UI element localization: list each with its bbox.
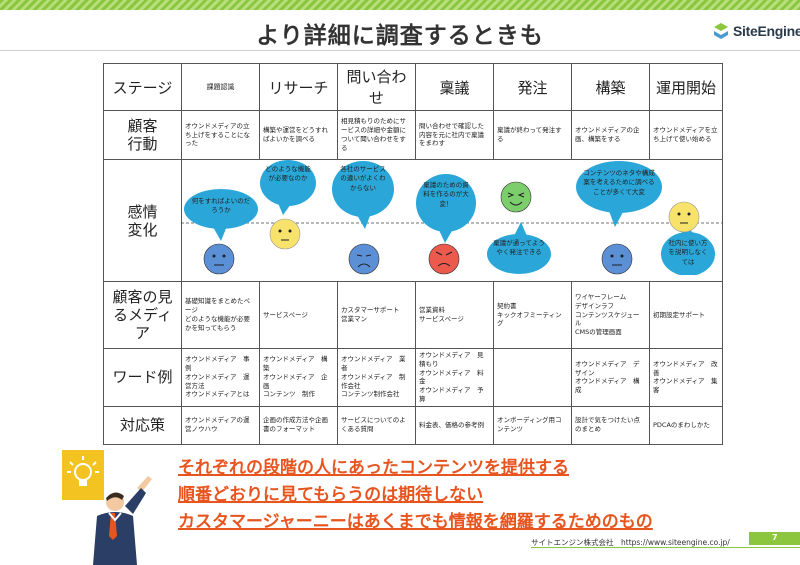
lightbulb-icon <box>62 450 104 500</box>
table-cell: 構築や運営をどうすればよいかを調べる <box>259 110 338 160</box>
table-cell: PDCAのまわしかた <box>649 405 723 445</box>
table-cell: オウンドメディアの企画、構築をする <box>571 110 650 160</box>
emotion-area <box>181 159 723 282</box>
table-cell: 料金表、価格の参考例 <box>415 405 494 445</box>
media-row: 顧客の見るメディア 基礎知識をまとめたページ どのような機能が必要かを知ってもら… <box>103 281 723 349</box>
stage-operation: 運用開始 <box>649 63 723 111</box>
stage-row: ステージ 課題認識 リサーチ 問い合わせ 稟議 発注 構築 運用開始 <box>103 63 723 111</box>
table-cell: オウンドメディア 見積もり オウンドメディア 料金 オウンドメディア 予算 <box>415 348 494 407</box>
page-title: より詳細に調査するときも <box>256 23 544 49</box>
row-label: 顧客行動 <box>103 110 182 160</box>
table-cell: カスタマーサポート 営業マン <box>337 281 416 349</box>
stage-inquiry: 問い合わせ <box>337 63 416 111</box>
table-cell: オウンドメディア 構築 オウンドメディア 企画 コンテンツ 制作 <box>259 348 338 407</box>
word-row: ワード例 オウンドメディア 事例 オウンドメディア 運営方法 オウンドメディアと… <box>103 348 723 407</box>
table-cell: サービスページ <box>259 281 338 349</box>
table-cell: オンボーディング用コンテンツ <box>493 405 572 445</box>
businessman-pointing-illustration <box>93 476 152 565</box>
table-cell: オウンドメディア デザイン オウンドメディア 構成 <box>571 348 650 407</box>
emotion-row: 感情変化 <box>103 159 723 282</box>
table-cell: 設計で気をつけたい点のまとめ <box>571 405 650 445</box>
stage-approval: 稟議 <box>415 63 494 111</box>
logo-mark-icon <box>714 23 728 39</box>
footer-line <box>531 547 800 548</box>
row-label: 顧客の見るメディア <box>103 281 182 349</box>
table-cell: オウンドメディア 事例 オウンドメディア 運営方法 オウンドメディアとは <box>181 348 260 407</box>
table-cell: サービスについてのよくある質問 <box>337 405 416 445</box>
table-cell <box>493 348 572 407</box>
table-cell: 問い合わせで確認した内容を元に社内で稟議をまわす <box>415 110 494 160</box>
table-cell: 営業資料 サービスページ <box>415 281 494 349</box>
response-row: 対応策 オウンドメディアの運営ノウハウ 企画の作成方法や企画書のフォーマット サ… <box>103 405 723 445</box>
table-cell: 稟議が終わって発注する <box>493 110 572 160</box>
row-label: ワード例 <box>103 348 182 407</box>
stage-order: 発注 <box>493 63 572 111</box>
logo-text: SiteEngine <box>733 23 800 39</box>
table-cell: オウンドメディア 改善 オウンドメディア 集客 <box>649 348 723 407</box>
table-cell: 相見積もりのためにサービスの詳細や金額について聞い合わせをする <box>337 110 416 160</box>
table-cell: ワイヤーフレーム デザインラフ コンテンツスケジュール CMSの管理画面 <box>571 281 650 349</box>
message-line-3: カスタマージャーニーはあくまでも情報を網羅するためのもの <box>178 512 653 532</box>
page-number: 7 <box>772 533 778 542</box>
table-cell: オウンドメディアの運営ノウハウ <box>181 405 260 445</box>
footer-company: サイトエンジン株式会社 https://www.siteengine.co.jp… <box>531 538 730 547</box>
table-cell: オウンドメディアを立ち上げて使い始める <box>649 110 723 160</box>
stage-build: 構築 <box>571 63 650 111</box>
customer-journey-table: ステージ 課題認識 リサーチ 問い合わせ 稟議 発注 構築 運用開始 顧客行動 … <box>103 63 723 445</box>
table-cell: オウンドメディアの立ち上げをすることになった <box>181 110 260 160</box>
message-line-1: それぞれの段階の人にあったコンテンツを提供する <box>178 458 569 478</box>
stage-problem-awareness: 課題認識 <box>181 63 260 111</box>
page-number-badge <box>749 532 800 545</box>
title-divider <box>0 50 800 51</box>
top-stripe <box>0 0 800 10</box>
stage-research: リサーチ <box>259 63 338 111</box>
message-line-2: 順番どおりに見てもらうのは期待しない <box>178 485 484 505</box>
table-cell: オウンドメディア 業者 オウンドメディア 制作会社 コンテンツ制作会社 <box>337 348 416 407</box>
table-cell: 初期設定サポート <box>649 281 723 349</box>
table-cell: 企画の作成方法や企画書のフォーマット <box>259 405 338 445</box>
row-label: 対応策 <box>103 405 182 445</box>
table-cell: 基礎知識をまとめたページ どのような機能が必要かを知ってもらう <box>181 281 260 349</box>
table-cell: 契約書 キックオフミーティング <box>493 281 572 349</box>
row-label: 感情変化 <box>103 159 182 282</box>
stage-header: ステージ <box>103 63 182 111</box>
siteengine-logo: SiteEngine <box>712 20 800 42</box>
action-row: 顧客行動 オウンドメディアの立ち上げをすることになった 構築や運営をどうすればよ… <box>103 110 723 160</box>
